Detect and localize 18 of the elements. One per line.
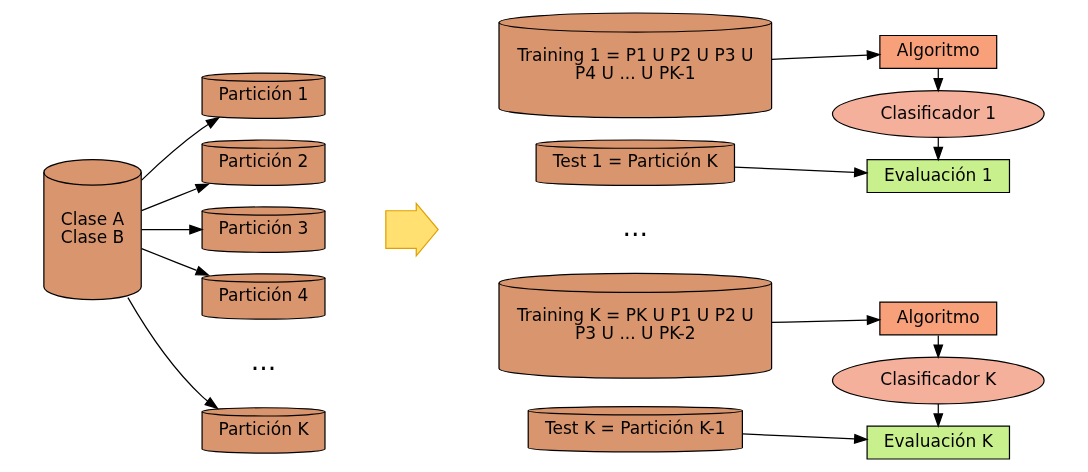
node-box: Evaluación 1	[866, 159, 1011, 194]
node-box: Algoritmo	[879, 34, 998, 69]
arrow	[127, 296, 219, 410]
arrow	[141, 183, 211, 212]
arrow	[141, 224, 204, 235]
arrow	[141, 248, 211, 276]
label: ...	[250, 345, 277, 377]
arrow	[771, 315, 882, 326]
node-box: Algoritmo	[879, 301, 998, 336]
label: ...	[622, 211, 649, 243]
arrow	[741, 433, 869, 444]
node-box: Evaluación K	[866, 425, 1011, 460]
node-arrow	[385, 201, 439, 258]
arrow	[733, 166, 869, 178]
node-ellipse: Clasificador K	[831, 356, 1045, 405]
node-ellipse: Clasificador 1	[831, 90, 1045, 138]
arrow	[771, 49, 882, 61]
arrow	[141, 116, 221, 181]
